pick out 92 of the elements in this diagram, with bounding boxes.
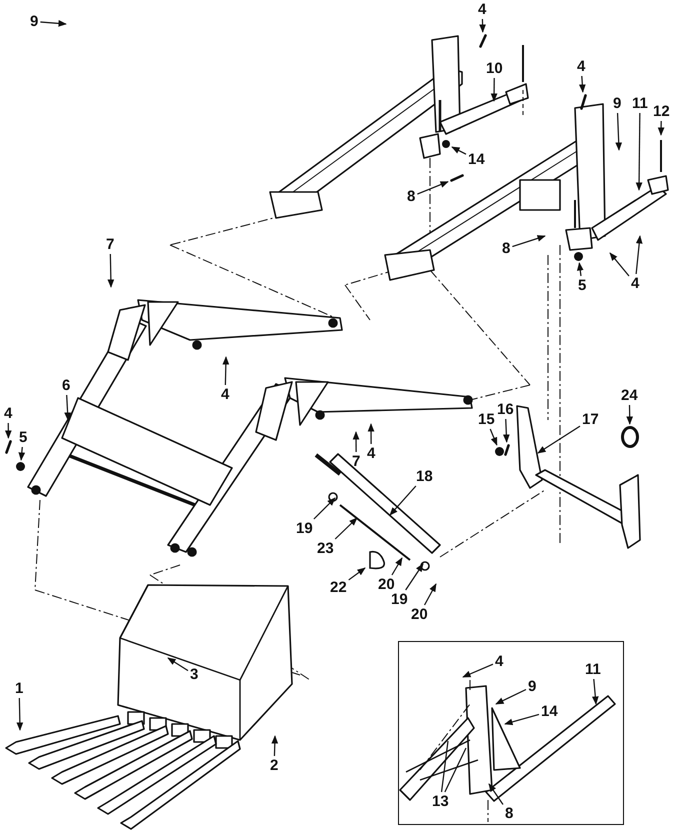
leader-line bbox=[167, 658, 188, 672]
callout-number: 24 bbox=[621, 388, 638, 403]
callout-number: 4 bbox=[577, 59, 586, 74]
callout-number: 23 bbox=[317, 541, 334, 556]
nut-drawing bbox=[495, 447, 504, 456]
leader-line bbox=[592, 678, 599, 705]
callout-number: 18 bbox=[416, 469, 433, 484]
callout-number: 3 bbox=[190, 667, 198, 682]
callout-number: 8 bbox=[407, 189, 416, 204]
leader-line bbox=[313, 497, 336, 520]
leader-line bbox=[503, 418, 510, 443]
leader-line bbox=[440, 740, 449, 792]
leader-line bbox=[504, 714, 540, 726]
callout-number: 11 bbox=[632, 96, 648, 111]
pin-drawing bbox=[580, 94, 587, 110]
leader-line bbox=[462, 664, 494, 678]
callout-number: 12 bbox=[653, 104, 670, 119]
leader-line bbox=[16, 698, 24, 731]
callout-number: 11 bbox=[585, 662, 601, 677]
leader-line bbox=[636, 235, 643, 274]
leader-line bbox=[512, 235, 546, 248]
callout-number: 4 bbox=[495, 654, 504, 669]
callout-number: 17 bbox=[582, 412, 599, 427]
inset-frame bbox=[398, 641, 624, 825]
nut-drawing bbox=[574, 252, 583, 261]
leader-line bbox=[334, 517, 358, 540]
callout-number: 4 bbox=[367, 446, 376, 461]
callout-number: 8 bbox=[502, 241, 510, 256]
callout-number: 14 bbox=[468, 152, 485, 167]
leader-line bbox=[490, 428, 498, 446]
leader-line bbox=[391, 557, 403, 576]
callout-number: 1 bbox=[15, 681, 24, 696]
leader-line bbox=[389, 486, 416, 516]
leader-line bbox=[615, 112, 622, 151]
callout-number: 20 bbox=[411, 607, 428, 622]
callout-number: 2 bbox=[270, 758, 278, 773]
leader-line bbox=[495, 688, 526, 705]
callout-number: 19 bbox=[296, 521, 313, 536]
leader-line bbox=[576, 262, 584, 276]
pin-drawing bbox=[479, 34, 487, 48]
callout-number: 10 bbox=[486, 61, 503, 76]
nut-drawing bbox=[16, 462, 25, 471]
callout-number: 14 bbox=[541, 704, 558, 719]
pin-drawing bbox=[504, 444, 510, 456]
leader-line bbox=[658, 121, 664, 136]
leader-line bbox=[40, 20, 67, 27]
callout-number: 4 bbox=[478, 2, 486, 17]
leader-line bbox=[488, 783, 504, 805]
leader-line bbox=[417, 181, 449, 195]
callout-number: 7 bbox=[352, 454, 360, 469]
leader-line bbox=[609, 252, 630, 276]
callout-number: 5 bbox=[578, 278, 586, 293]
leader-line bbox=[368, 423, 374, 444]
leader-line bbox=[444, 748, 467, 792]
handle-drawing bbox=[367, 550, 385, 570]
callout-number: 16 bbox=[497, 402, 514, 417]
leader-line bbox=[64, 394, 71, 421]
leader-line bbox=[636, 113, 642, 191]
callout-number: 4 bbox=[221, 387, 230, 402]
callout-number: 6 bbox=[62, 378, 70, 393]
leader-line bbox=[626, 405, 634, 425]
leader-line bbox=[537, 426, 580, 454]
pin-drawing bbox=[5, 440, 12, 454]
leader-line bbox=[4, 423, 12, 439]
callout-number: 15 bbox=[478, 412, 495, 427]
leader-line bbox=[490, 78, 498, 102]
leader-line bbox=[405, 563, 424, 590]
leader-line bbox=[352, 431, 360, 452]
callout-number: 19 bbox=[391, 592, 408, 607]
pin-drawing bbox=[450, 174, 464, 182]
callout-number: 5 bbox=[19, 430, 28, 445]
ring-drawing bbox=[621, 426, 639, 448]
leader-line bbox=[479, 18, 486, 33]
callout-number: 9 bbox=[528, 679, 536, 694]
callout-number: 4 bbox=[4, 406, 12, 421]
nut-drawing bbox=[442, 140, 450, 148]
callout-number: 4 bbox=[631, 276, 640, 291]
leader-line bbox=[424, 583, 437, 606]
callout-number: 22 bbox=[330, 580, 347, 595]
callout-number: 13 bbox=[432, 794, 449, 809]
leader-line bbox=[451, 146, 466, 155]
callout-number: 9 bbox=[30, 14, 38, 29]
leader-line bbox=[271, 735, 278, 756]
leader-line bbox=[222, 356, 230, 386]
leader-line bbox=[108, 254, 114, 288]
callout-number: 9 bbox=[613, 96, 622, 111]
leader-line bbox=[579, 76, 586, 93]
leader-line bbox=[348, 568, 366, 580]
callout-number: 7 bbox=[106, 237, 114, 252]
callout-number: 8 bbox=[505, 806, 514, 821]
callout-number: 20 bbox=[378, 577, 395, 592]
leader-line bbox=[18, 446, 26, 461]
